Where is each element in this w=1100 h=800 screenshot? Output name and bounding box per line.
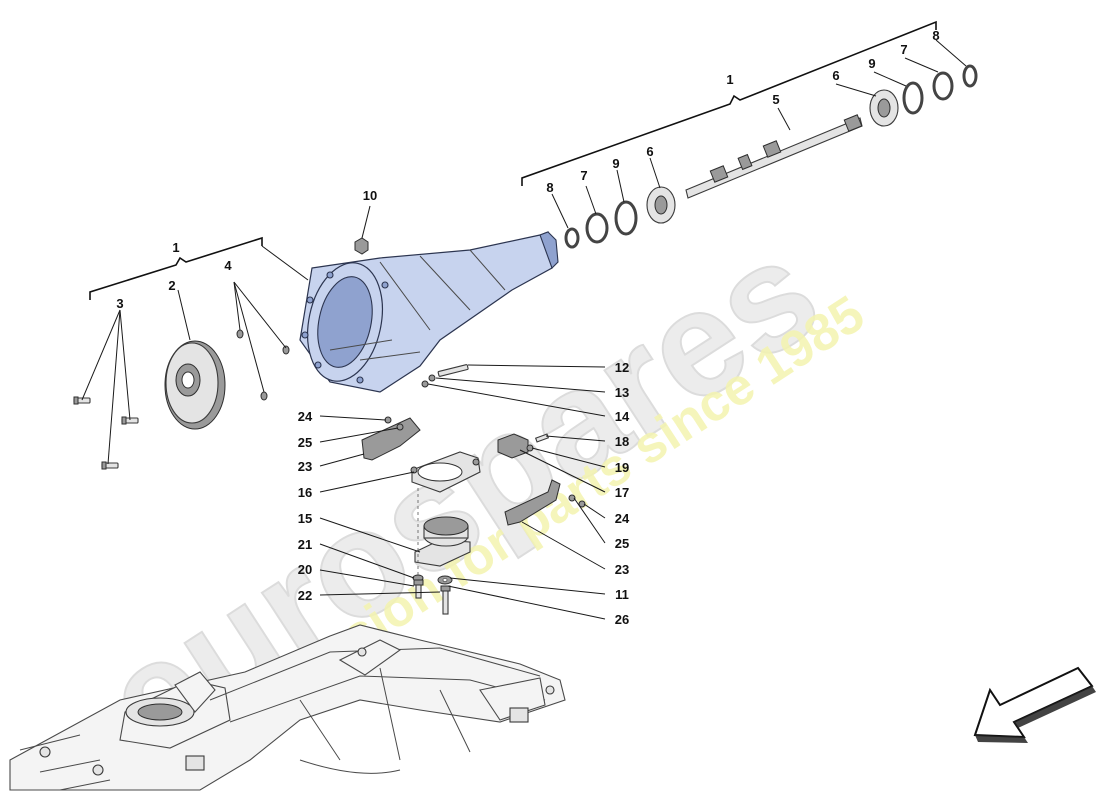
part-25-nut-left <box>396 423 404 431</box>
callout-6-right: 6 <box>832 68 839 83</box>
callout-17: 17 <box>615 485 629 500</box>
part-25-nut-right <box>568 494 576 502</box>
callout-1-right: 1 <box>726 72 733 87</box>
transmission-housing <box>299 231 559 393</box>
part-23-bracket-left <box>361 417 421 461</box>
callout-7-right: 7 <box>900 42 907 57</box>
part-26-bolt <box>440 585 451 615</box>
callout-4: 4 <box>224 258 232 273</box>
callout-24-right: 24 <box>615 511 630 526</box>
callout-25-right: 25 <box>615 536 629 551</box>
callout-8-left: 8 <box>546 180 553 195</box>
callout-23-left: 23 <box>298 459 312 474</box>
callout-19: 19 <box>615 460 629 475</box>
callout-18: 18 <box>615 434 629 449</box>
part-24-washer-right <box>578 500 586 508</box>
rear-subframe <box>9 624 566 791</box>
part-12-bolt <box>437 364 469 377</box>
part-20-bolt <box>413 579 424 599</box>
callout-5: 5 <box>772 92 779 107</box>
callout-20: 20 <box>298 562 312 577</box>
part-23-bracket-right <box>504 479 561 526</box>
callout-25-left: 25 <box>298 435 312 450</box>
part-11-washer <box>437 575 453 585</box>
callout-21: 21 <box>298 537 312 552</box>
callout-9-left: 9 <box>612 156 619 171</box>
callout-8-right: 8 <box>932 28 939 43</box>
callout-15: 15 <box>298 511 312 526</box>
callout-24-left: 24 <box>298 409 313 424</box>
callout-7-left: 7 <box>580 168 587 183</box>
shaft-rings-left <box>564 186 676 249</box>
brace-1-left <box>89 236 263 300</box>
callouts: 1 1 2 3 4 5 6 6 7 7 8 8 9 9 10 11 12 13 … <box>116 28 939 627</box>
part-2-cover <box>164 340 226 430</box>
callout-23-right: 23 <box>615 562 629 577</box>
part-5-shaft <box>685 114 863 199</box>
part-13-washer <box>428 374 436 382</box>
part-10-nut <box>354 237 369 255</box>
callout-22: 22 <box>298 588 312 603</box>
shaft-rings-right <box>869 64 978 127</box>
callout-2: 2 <box>168 278 175 293</box>
callout-3: 3 <box>116 296 123 311</box>
callout-1-left: 1 <box>172 240 179 255</box>
part-15-mount <box>414 516 471 567</box>
callout-12: 12 <box>615 360 629 375</box>
front-direction-arrow-icon <box>973 666 1096 743</box>
callout-10: 10 <box>363 188 377 203</box>
callout-9-right: 9 <box>868 56 875 71</box>
callout-14: 14 <box>615 409 630 424</box>
callout-13: 13 <box>615 385 629 400</box>
part-14-washer <box>421 380 429 388</box>
callout-26: 26 <box>615 612 629 627</box>
part-17-block <box>497 433 529 459</box>
leader-lines <box>81 39 967 620</box>
part-16-mount-plate <box>410 451 481 493</box>
callout-6-left: 6 <box>646 144 653 159</box>
callout-11: 11 <box>615 587 629 602</box>
brace-1-right <box>521 20 937 186</box>
callout-16: 16 <box>298 485 312 500</box>
